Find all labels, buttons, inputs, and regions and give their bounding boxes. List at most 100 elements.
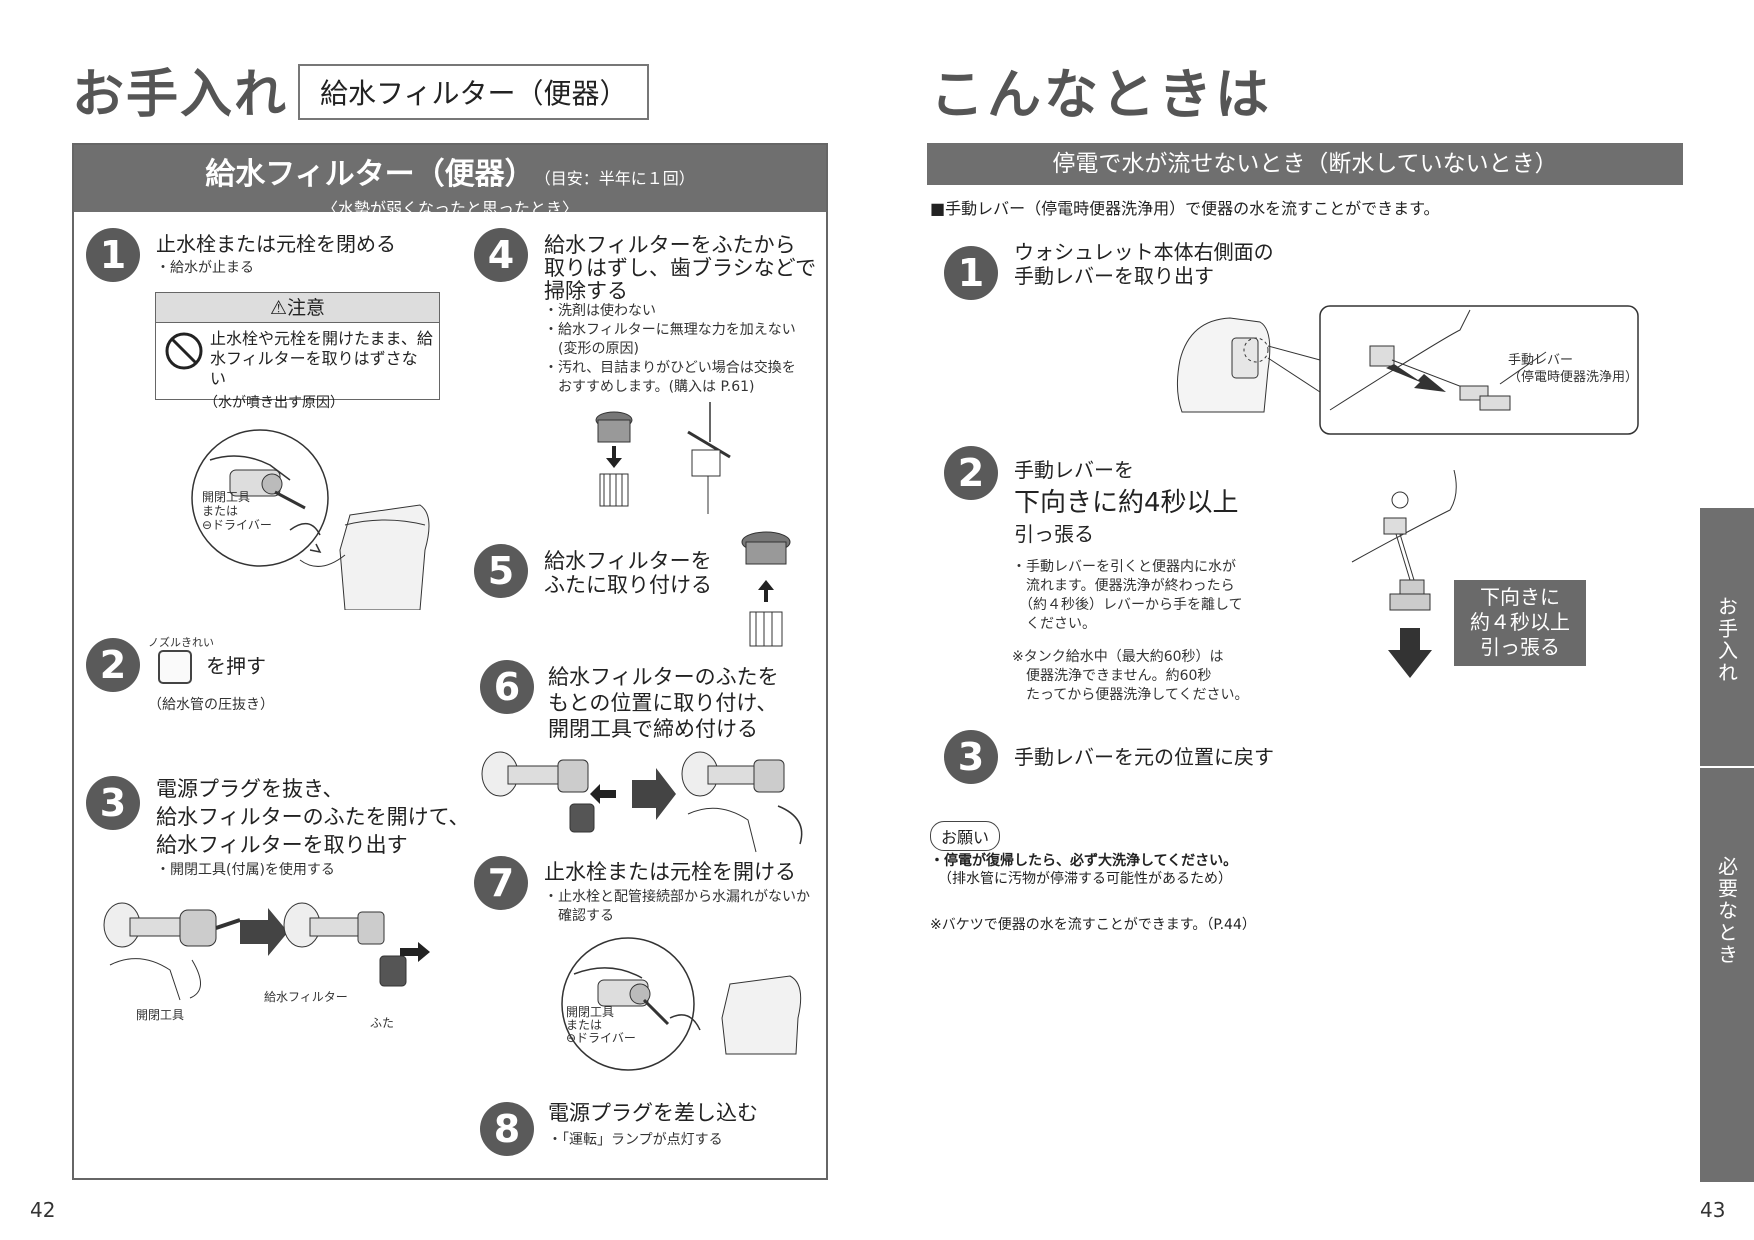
step-title-line: 給水フィルターを xyxy=(544,549,712,573)
filter-removal-illustration xyxy=(103,902,430,1001)
pull-callout: 下向きに 約４秒以上 引っ張る xyxy=(1454,580,1586,666)
step-title-line: 給水フィルターをふたから xyxy=(544,233,796,257)
step-note: （約４秒後）レバーから手を離して xyxy=(1012,597,1243,613)
step-note: （給水管の圧抜き） xyxy=(148,697,274,713)
filter-attach-illustration xyxy=(741,531,791,647)
step-title: 止水栓または元栓を開ける xyxy=(544,860,796,884)
step-title: 手動レバーを元の位置に戻す xyxy=(1014,745,1274,769)
step-note: 確認する xyxy=(544,908,614,924)
tool-label-b-3: ⊖ドライバー xyxy=(566,1031,636,1045)
step-title-a: 手動レバーを xyxy=(1014,458,1134,482)
lever-label-2: （停電時便器洗浄用） xyxy=(1508,370,1639,385)
step-note: ・「運転」ランプが点灯する xyxy=(548,1132,723,1148)
request-badge: お願い xyxy=(930,821,1001,851)
step-title-line: ウォシュレット本体右側面の xyxy=(1014,240,1274,264)
tool-label-b-1: 開閉工具 xyxy=(566,1005,615,1019)
warning-triangle-icon: ⚠ xyxy=(269,297,288,319)
caution-line-1: 止水栓や元栓を開けたまま、給 xyxy=(210,329,433,348)
callout-line-3: 引っ張る xyxy=(1480,635,1560,659)
caution-heading: ⚠注意 xyxy=(156,293,439,323)
panel-frequency: （目安：半年に１回） xyxy=(534,169,695,188)
tool-label-b: 開閉工具 または ⊖ドライバー xyxy=(566,1006,636,1045)
tool-label-a-1: 開閉工具 xyxy=(202,490,251,504)
panel-subtitle: 〈水勢が弱くなったと思ったとき〉 xyxy=(321,199,578,218)
filter-label: 給水フィルター xyxy=(264,990,348,1004)
step-number: 1 xyxy=(86,228,140,282)
step-title-line: 給水フィルターを取り出す xyxy=(156,833,408,857)
lever-pull-illustration xyxy=(1351,470,1457,678)
nozzle-clean-button-icon xyxy=(158,650,192,684)
step-title-line: ふたに取り付ける xyxy=(544,573,712,597)
step-number: 4 xyxy=(474,228,528,282)
nozzle-button-label: ノズルきれい xyxy=(148,636,214,649)
panel-header: 給水フィルター（便器）（目安：半年に１回） 〈水勢が弱くなったと思ったとき〉 xyxy=(74,145,826,218)
filter-panel: 給水フィルター（便器）（目安：半年に１回） 〈水勢が弱くなったと思ったとき〉 xyxy=(72,143,828,1180)
tool-label-b-2: または xyxy=(566,1018,603,1032)
bucket-note: ※バケツで便器の水を流すことができます。（P.44） xyxy=(930,917,1256,933)
page-number-right: 43 xyxy=(1700,1198,1726,1222)
step-note-2: 便器洗浄できません。約60秒 xyxy=(1012,668,1212,684)
caution-heading-text: 注意 xyxy=(287,297,326,319)
step-title-line: 手動レバーを取り出す xyxy=(1014,264,1214,288)
request-line-2: （排水管に汚物が停滞する可能性があるため） xyxy=(938,871,1232,887)
step-number: 6 xyxy=(480,660,534,714)
step-title-line: 開閉工具で締め付ける xyxy=(548,717,758,741)
caution-line-2: 水フィルターを取りはずさない xyxy=(210,349,418,388)
futa-label: ふた xyxy=(370,1016,395,1030)
step-number: 1 xyxy=(944,246,998,300)
kaihei-label: 開閉工具 xyxy=(136,1008,185,1022)
step-note: (変形の原因) xyxy=(544,341,639,357)
step-note: ・給水が止まる xyxy=(156,260,254,276)
step-number: 3 xyxy=(86,776,140,830)
page-number-left: 42 xyxy=(30,1198,56,1222)
step-title-c: 引っ張る xyxy=(1014,522,1094,546)
tool-label-a-3: ⊖ドライバー xyxy=(202,518,272,532)
step-title-line: 給水フィルターのふたを xyxy=(548,665,779,689)
step-title: 電源プラグを差し込む xyxy=(548,1101,758,1125)
caution-box: ⚠注意 止水栓や元栓を開けたまま、給 水フィルターを取りはずさない （水が噴き出… xyxy=(155,292,440,411)
step-title: を押す xyxy=(206,654,266,678)
step-number: 8 xyxy=(480,1102,534,1156)
step-title-line: 掃除する xyxy=(544,279,628,303)
step-number: 2 xyxy=(86,638,140,692)
request-line-1: ・停電が復帰したら、必ず大洗浄してください。 xyxy=(930,853,1238,869)
tool-label-a-2: または xyxy=(202,504,239,518)
section-bar: 停電で水が流せないとき（断水していないとき） xyxy=(927,143,1683,185)
step-title-line: 給水フィルターのふたを開けて、 xyxy=(156,805,470,829)
step-title-line: 電源プラグを抜き、 xyxy=(156,777,344,801)
valve-opening-illustration xyxy=(561,937,802,1071)
page-title-left: お手入れ xyxy=(72,65,289,125)
step-note: おすすめします。(購入は P.61) xyxy=(544,379,755,395)
filter-reinstall-illustration xyxy=(481,751,803,853)
panel-title: 給水フィルター（便器） xyxy=(205,157,535,192)
step-note: ・給水フィルターに無理な力を加えない xyxy=(544,322,796,338)
prohibited-icon xyxy=(165,332,203,370)
lever-label-1: 手動レバー xyxy=(1508,353,1574,368)
callout-line-1: 下向きに xyxy=(1480,585,1560,609)
page-title-right: こんなときは xyxy=(930,63,1272,126)
step-note: 流れます。便器洗浄が終わったら xyxy=(1012,578,1235,594)
lever-label: 手動レバー （停電時便器洗浄用） xyxy=(1508,352,1638,386)
step-note-2: たってから便器洗浄してください。 xyxy=(1012,687,1249,703)
side-tab-otteire[interactable]: お手入れ xyxy=(1700,508,1754,766)
step-number: 3 xyxy=(944,730,998,784)
step-note: ください。 xyxy=(1012,616,1096,632)
filter-cleaning-illustration xyxy=(595,402,731,514)
step-note: ・汚れ、目詰まりがひどい場合は交換を xyxy=(544,360,796,376)
step-note: ・開閉工具(付属)を使用する xyxy=(156,862,335,878)
callout-line-2: 約４秒以上 xyxy=(1470,610,1570,634)
step-title-b: 下向きに約4秒以上 xyxy=(1014,488,1239,518)
step-title: 止水栓または元栓を閉める xyxy=(156,232,396,256)
step-number: 2 xyxy=(944,446,998,500)
side-tab-hitsuyou[interactable]: 必要なとき xyxy=(1700,768,1754,1182)
caution-body: 止水栓や元栓を開けたまま、給 水フィルターを取りはずさない （水が噴き出す原因） xyxy=(156,323,439,413)
intro-text: ■手動レバー（停電時便器洗浄用）で便器の水を流すことができます。 xyxy=(930,199,1440,218)
step-title-line: もとの位置に取り付け、 xyxy=(548,691,778,715)
step-note: ・止水栓と配管接続部から水漏れがないか xyxy=(544,889,810,905)
step-number: 7 xyxy=(474,856,528,910)
step-title-line: 取りはずし、歯ブラシなどで xyxy=(544,256,817,280)
step-note-2: ※タンク給水中（最大約60秒）は xyxy=(1012,649,1224,665)
caution-reason: （水が噴き出す原因） xyxy=(204,395,344,411)
valve-closing-illustration xyxy=(191,429,430,610)
step-number: 5 xyxy=(474,544,528,598)
